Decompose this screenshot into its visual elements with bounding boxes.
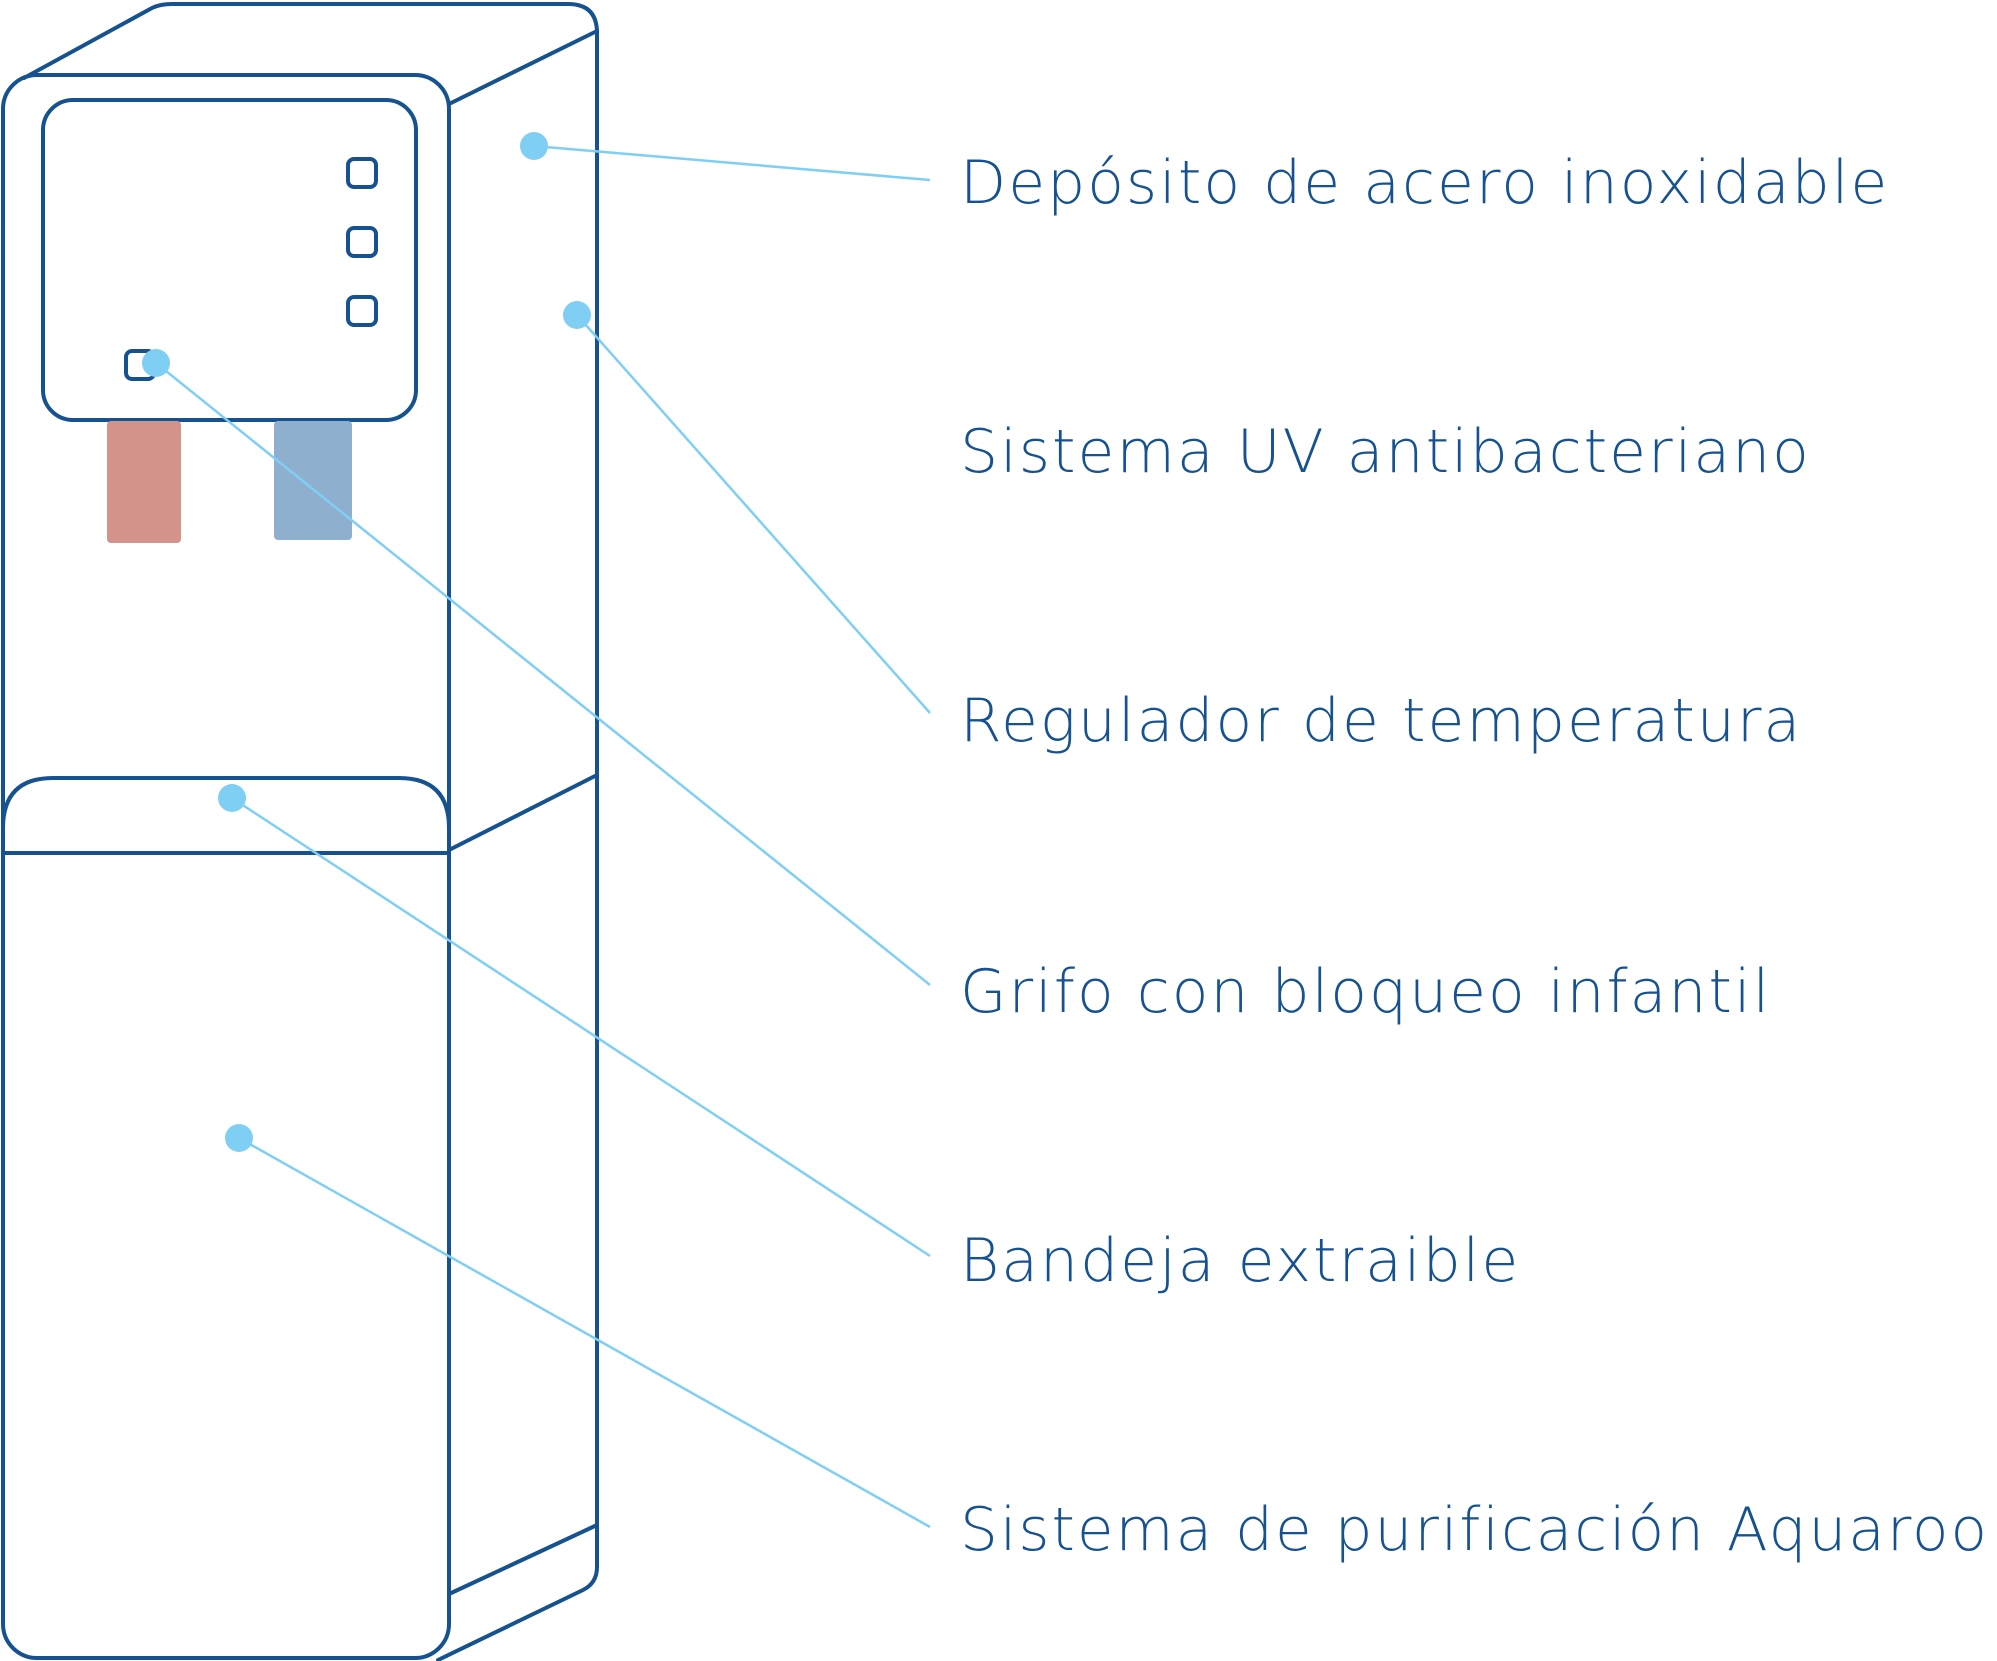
- callout-label-uv: Sistema UV antibacteriano: [960, 417, 1811, 487]
- control-button-2: [346, 226, 378, 258]
- callout-label-purificacion: Sistema de purificación Aquaroo: [960, 1495, 1989, 1565]
- leader-line: [155, 362, 931, 986]
- dispenser-top-face: [22, 2, 599, 80]
- control-button-3: [346, 295, 378, 327]
- leader-line: [238, 1136, 931, 1529]
- dispenser-side-face: [436, 31, 599, 1661]
- callout-dot: [520, 132, 548, 160]
- leader-line: [576, 314, 931, 714]
- callout-dot: [218, 784, 246, 812]
- side-middle-edge: [447, 773, 599, 852]
- callout-dot: [225, 1124, 253, 1152]
- callout-label-regulador: Regulador de temperatura: [960, 686, 1802, 756]
- front-panel: [1, 73, 451, 1660]
- callout-dot: [563, 301, 591, 329]
- leader-line: [533, 144, 931, 182]
- drip-tray: [1, 776, 451, 855]
- cold-water-tap: [274, 421, 352, 540]
- water-dispenser: [1, 2, 599, 1661]
- callout-label-grifo: Grifo con bloqueo infantil: [960, 957, 1771, 1027]
- hot-water-tap: [107, 421, 181, 543]
- control-button-1: [346, 157, 378, 189]
- callout-dot: [142, 349, 170, 377]
- callout-label-bandeja: Bandeja extraible: [960, 1226, 1520, 1296]
- side-bottom-edge: [447, 1523, 599, 1596]
- callout-label-deposito: Depósito de acero inoxidable: [960, 148, 1889, 218]
- leader-line: [231, 796, 931, 1258]
- control-panel: [41, 98, 418, 422]
- side-top-edge: [447, 29, 599, 106]
